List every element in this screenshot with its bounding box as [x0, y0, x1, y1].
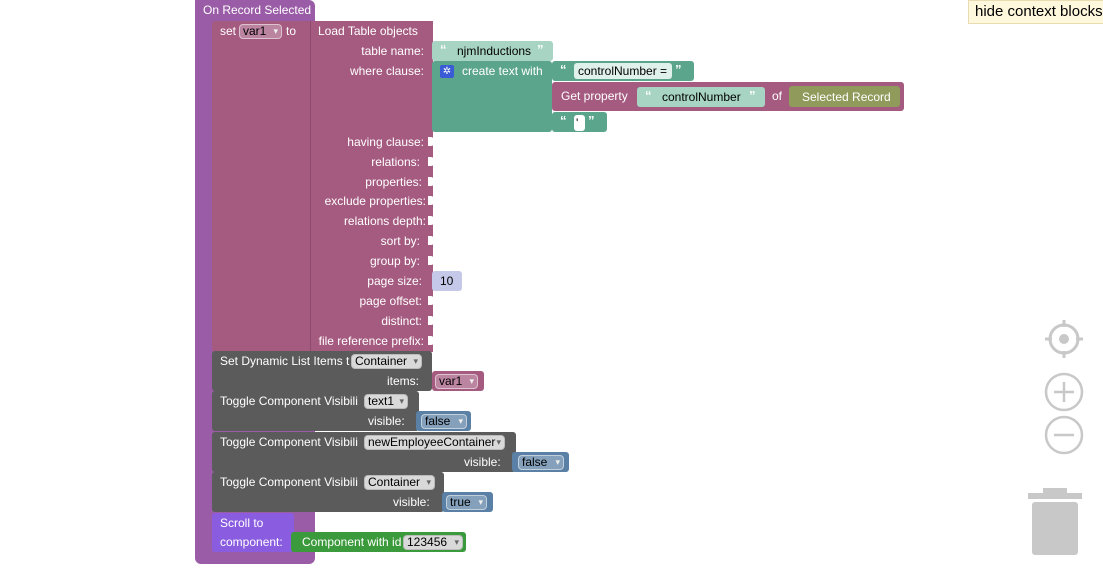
toggle-value-dropdown-3[interactable]: true — [446, 495, 487, 510]
to-label: to — [286, 24, 297, 38]
param-having-clause: having clause: — [347, 135, 424, 149]
zoom-in-icon[interactable] — [1043, 371, 1085, 413]
toggle-component-dropdown-1[interactable]: text1 — [364, 394, 408, 409]
table-name-field[interactable]: njmInductions — [457, 44, 532, 58]
toggle-component-dropdown-3[interactable]: Container — [364, 475, 435, 490]
param-distinct: distinct: — [381, 314, 422, 328]
open-quote-icon: “ — [560, 62, 567, 77]
param-table-name: table name: — [361, 44, 424, 58]
param-page-size: page size: — [367, 274, 422, 288]
property-name-text-block[interactable] — [637, 87, 765, 107]
target-icon[interactable] — [1043, 318, 1085, 360]
get-property-label: Get property — [561, 89, 628, 103]
open-quote-icon: “ — [560, 113, 567, 128]
toggle-component-dropdown-2[interactable]: newEmployeeContainer — [364, 435, 505, 450]
visible-label-1: visible: — [368, 414, 405, 428]
of-label: of — [772, 89, 783, 103]
page-size-field[interactable]: 10 — [440, 274, 454, 288]
param-group-by: group by: — [369, 254, 420, 268]
close-quote-icon: ” — [675, 62, 682, 77]
load-table-title: Load Table objects — [318, 24, 418, 38]
toggle-value-dropdown-1[interactable]: false — [421, 414, 467, 429]
scroll-component-label: component: — [220, 535, 283, 549]
toggle-label-3: Toggle Component Visibili — [220, 475, 358, 489]
component-dropdown[interactable]: Container — [351, 354, 422, 369]
table-name-text-block[interactable] — [432, 41, 553, 61]
hide-context-blocks-button[interactable]: hide context blocks — [968, 0, 1103, 24]
zoom-out-icon[interactable] — [1043, 414, 1085, 456]
param-file-reference-prefix: file reference prefix: — [318, 334, 424, 348]
page-size-number-block[interactable] — [432, 271, 462, 291]
selected-record-block[interactable] — [789, 86, 900, 107]
selected-record-label: Selected Record — [802, 90, 891, 104]
param-properties: properties: — [365, 175, 422, 189]
property-name-field[interactable]: controlNumber — [662, 90, 741, 104]
text-item-3-field[interactable]: ' — [574, 115, 585, 131]
text-item-1-field[interactable]: controlNumber = — [574, 63, 672, 79]
visible-label-3: visible: — [393, 495, 430, 509]
set-dynamic-list-label: Set Dynamic List Items t — [220, 354, 350, 368]
set-variable-block[interactable] — [212, 21, 312, 352]
param-relations-depth: relations depth: — [343, 214, 426, 228]
param-page-offset: page offset: — [359, 294, 423, 308]
event-label: On Record Selected — [203, 3, 312, 17]
set-label: set — [220, 24, 237, 38]
visible-label-2: visible: — [464, 455, 501, 469]
toggle-value-dropdown-2[interactable]: false — [518, 455, 564, 470]
param-relations: relations: — [371, 155, 420, 169]
toggle-label-1: Toggle Component Visibili — [220, 394, 358, 408]
close-quote-icon: ” — [588, 113, 595, 128]
create-text-label: create text with — [462, 64, 543, 78]
variable-dropdown[interactable]: var1 — [239, 24, 282, 39]
toggle-label-2: Toggle Component Visibili — [220, 435, 358, 449]
load-table-block[interactable] — [310, 21, 433, 352]
param-where-clause: where clause: — [349, 64, 424, 78]
open-quote-icon: “ — [645, 88, 652, 103]
param-sort-by: sort by: — [380, 234, 420, 248]
scroll-to-label: Scroll to — [220, 516, 264, 530]
items-label: items: — [387, 374, 420, 388]
param-exclude-properties: exclude properties: — [324, 194, 426, 208]
open-quote-icon: “ — [440, 42, 447, 57]
items-variable-dropdown[interactable]: var1 — [435, 374, 478, 389]
trash-icon[interactable] — [1027, 486, 1083, 558]
gear-icon[interactable]: ✲ — [440, 65, 454, 78]
close-quote-icon: ” — [537, 42, 544, 57]
scroll-to-block[interactable] — [212, 513, 294, 552]
close-quote-icon: ” — [749, 88, 756, 103]
component-id-dropdown[interactable]: 123456 — [403, 535, 463, 550]
component-with-id-label: Component with id — [302, 535, 402, 549]
